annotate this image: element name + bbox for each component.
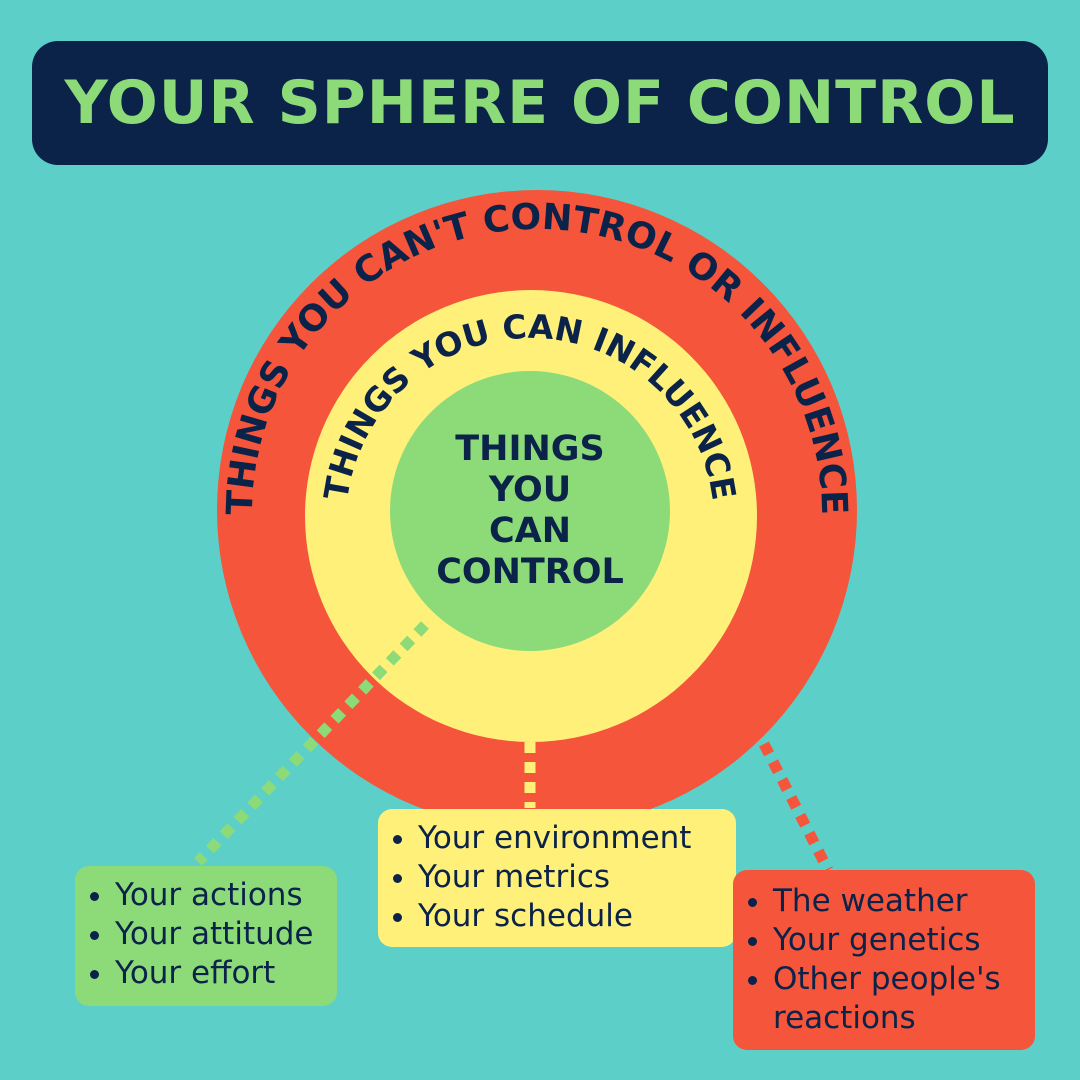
- inner-label-line-4: CONTROL: [436, 552, 624, 592]
- callout-cannot-control: The weather Your genetics Other people's…: [733, 870, 1035, 1050]
- list-item: Your attitude: [115, 915, 331, 954]
- list-item: Your schedule: [418, 897, 730, 936]
- connector-control: [194, 621, 429, 866]
- list-item: The weather: [773, 882, 1029, 921]
- inner-label-line-3: CAN: [489, 511, 571, 551]
- list-item-line: reactions: [773, 1000, 916, 1036]
- inner-label-line-1: THINGS: [455, 429, 604, 469]
- list-item: Your environment: [418, 819, 730, 858]
- callout-control: Your actions Your attitude Your effort: [75, 866, 337, 1006]
- list-item-line: Other people's: [773, 961, 1001, 997]
- page-title: YOUR SPHERE OF CONTROL: [64, 68, 1016, 138]
- list-item: Your effort: [115, 954, 331, 993]
- connector-control-over: [314, 621, 429, 741]
- inner-circle: [390, 371, 670, 651]
- list-item: Your genetics: [773, 921, 1029, 960]
- list-item: Your metrics: [418, 858, 730, 897]
- list-item: Your actions: [115, 876, 331, 915]
- callout-influence: Your environment Your metrics Your sched…: [378, 809, 736, 947]
- inner-label-line-2: YOU: [488, 470, 571, 510]
- title-banner: YOUR SPHERE OF CONTROL: [32, 41, 1048, 165]
- connector-cannot: [759, 741, 833, 873]
